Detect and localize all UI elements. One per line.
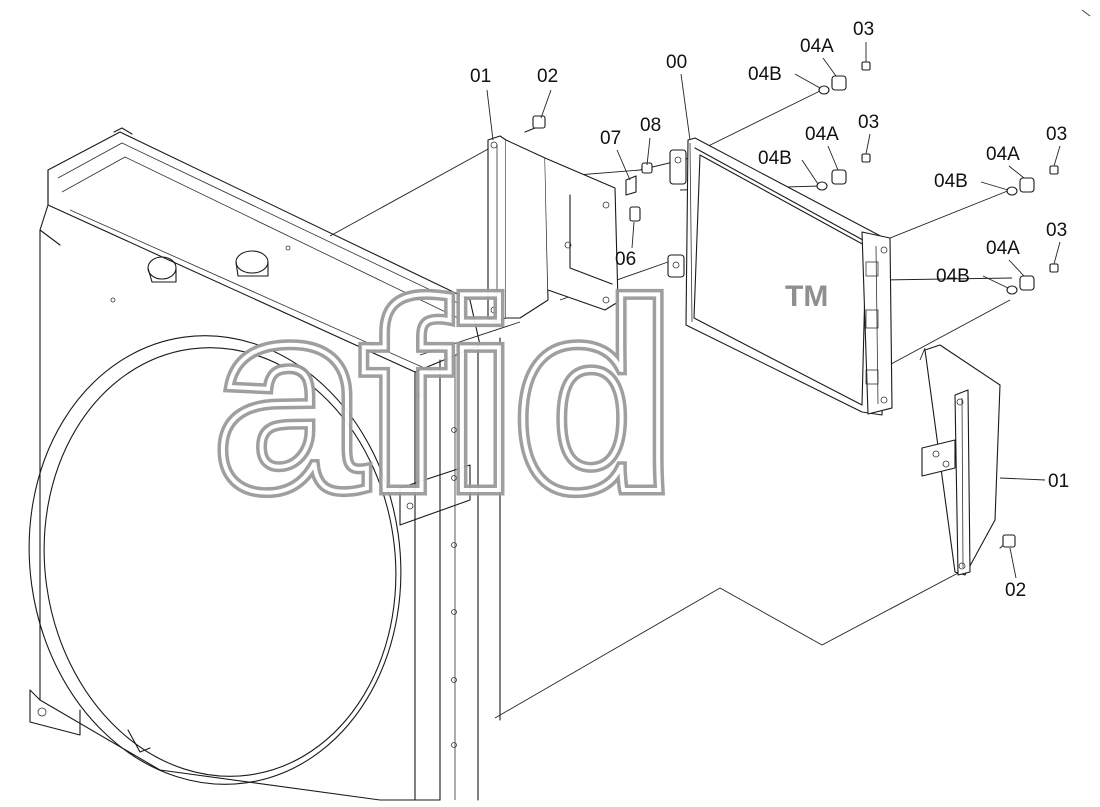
callout-03-top: 03 [853, 19, 874, 40]
callout-03-r1: 03 [1046, 124, 1067, 145]
callout-06: 06 [615, 249, 636, 270]
hardware-right-2 [1006, 263, 1059, 295]
callout-02-left: 02 [537, 66, 558, 87]
svg-text:afid: afid [215, 247, 671, 548]
hardware-mid [816, 153, 871, 191]
callout-03-r2: 03 [1046, 220, 1067, 241]
callout-labels: 01 02 00 07 08 06 04A 04B 03 04A 04B 03 … [470, 19, 1069, 601]
callout-04b-r1: 04B [934, 171, 968, 192]
corner-mark [1081, 9, 1091, 17]
hardware-top [818, 61, 871, 95]
callout-00: 00 [666, 52, 687, 73]
watermark-logo: afid afid TM [210, 242, 829, 554]
callout-08: 08 [640, 115, 661, 136]
callout-03-mid: 03 [858, 112, 879, 133]
callout-04b-r2: 04B [936, 266, 970, 287]
left-bolt-02 [524, 115, 546, 133]
callout-leaders [486, 42, 1061, 579]
hardware-right-1 [1006, 165, 1059, 196]
callout-04b-mid: 04B [758, 148, 792, 169]
callout-01-left: 01 [470, 66, 491, 87]
callout-04a-r2: 04A [986, 238, 1020, 259]
callout-04b-top: 04B [748, 64, 782, 85]
clip-set [625, 162, 653, 222]
right-bracket-01 [921, 344, 1001, 576]
svg-text:afid: afid [215, 247, 671, 548]
callout-07: 07 [600, 128, 621, 149]
cooler-core-00 [667, 137, 893, 416]
callout-02-right: 02 [1005, 580, 1026, 601]
callout-04a-mid: 04A [805, 124, 839, 145]
callout-01-right: 01 [1048, 471, 1069, 492]
radiator-housing [28, 127, 501, 801]
left-bracket-01 [487, 135, 619, 323]
callout-04a-top: 04A [800, 36, 834, 57]
callout-04a-r1: 04A [986, 144, 1020, 165]
right-bolt-02 [999, 534, 1016, 549]
trademark-mark: TM [785, 280, 828, 313]
